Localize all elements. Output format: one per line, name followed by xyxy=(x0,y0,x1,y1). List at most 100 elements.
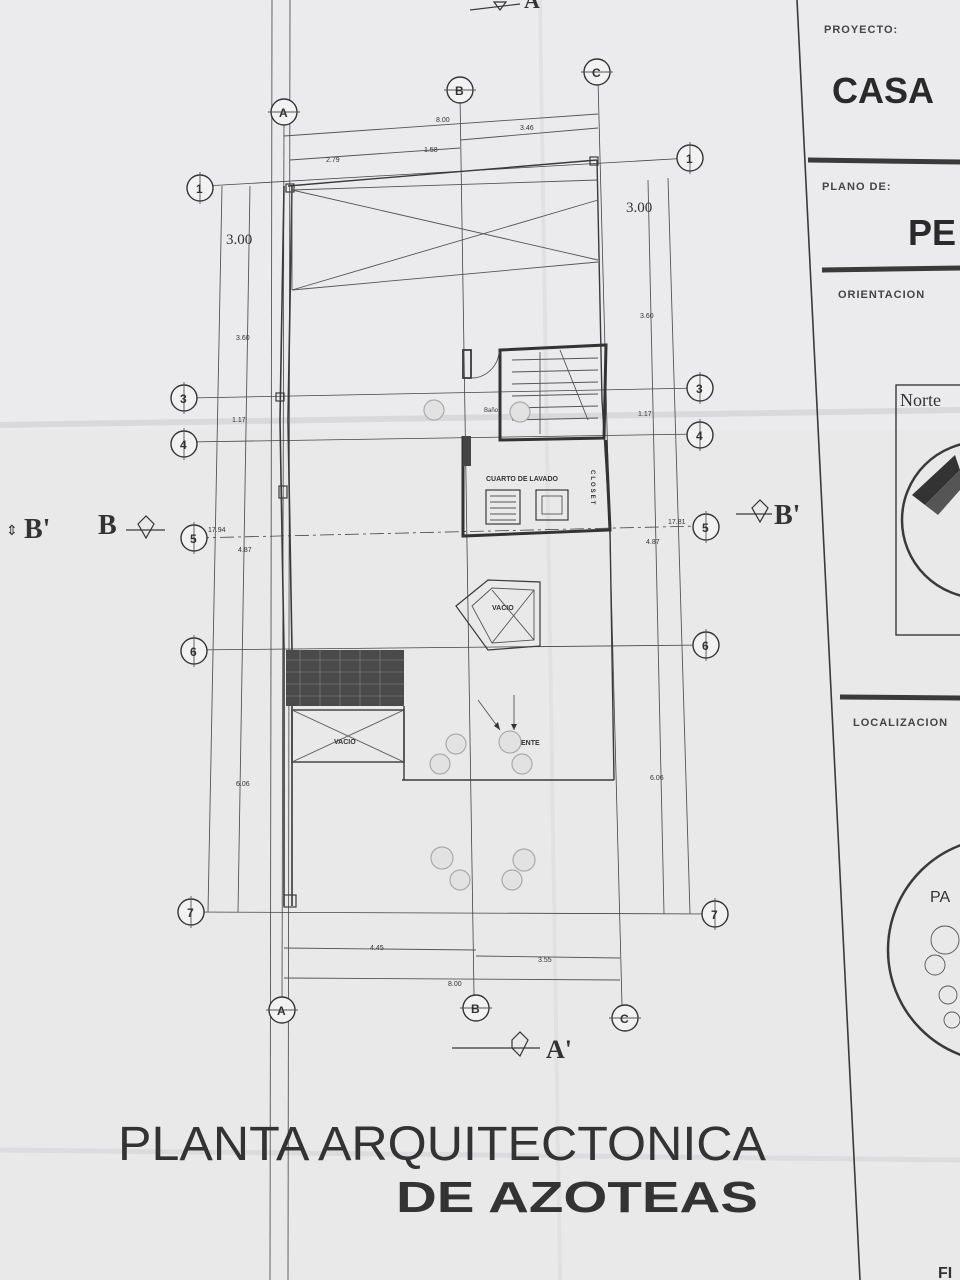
tree-marks xyxy=(423,399,536,891)
north-arrow-frame xyxy=(895,384,960,636)
section-marker-b-right: B' xyxy=(736,499,800,531)
grid-bubble-a-top: A xyxy=(268,98,300,126)
dim-right-overall: 17.81 xyxy=(668,519,686,526)
svg-text:1: 1 xyxy=(686,152,693,166)
section-marker-b-left: ⇕ B' B xyxy=(6,510,165,545)
svg-text:CLOSET: CLOSET xyxy=(589,470,595,506)
svg-text:B: B xyxy=(471,1002,480,1016)
location-map-circle xyxy=(886,844,960,1056)
norte-label: Norte xyxy=(900,390,941,410)
park-label: PA xyxy=(930,889,950,906)
dimension-lines-bottom xyxy=(283,947,621,981)
grid-bubble-b-bottom: B xyxy=(460,994,492,1022)
proyecto-label: PROYECTO: xyxy=(824,24,898,36)
svg-text:C: C xyxy=(592,66,601,80)
dim-bottom-a-b: 4.45 xyxy=(370,945,384,952)
void-label-2: VACIO xyxy=(334,739,356,746)
svg-text:6: 6 xyxy=(702,639,709,653)
dimension-lines-top xyxy=(283,113,599,161)
dim-bottom-overall: 8.00 xyxy=(448,981,462,988)
laundry-room: CUARTO DE LAVADO CLOSET xyxy=(461,436,612,538)
grid-bubble-3-right: 3 xyxy=(686,372,714,404)
dim-right-3-4: 1.17 xyxy=(638,411,652,418)
building-outline xyxy=(275,156,615,908)
svg-text:7: 7 xyxy=(711,908,718,922)
orientacion-label: ORIENTACION xyxy=(838,289,925,301)
title-block: PROYECTO: CASA PLANO DE: PE ORIENTACION … xyxy=(796,0,960,1280)
svg-text:A: A xyxy=(524,0,540,13)
grid-bubble-6-left: 6 xyxy=(180,635,208,667)
svg-text:A: A xyxy=(279,106,288,120)
bath-label: Baño xyxy=(484,408,499,414)
section-label-b-left: B xyxy=(98,510,117,541)
sheet-code: FI xyxy=(938,1265,952,1280)
roof-pergola-lines xyxy=(291,179,599,291)
section-label-b-prime-left: B' xyxy=(24,514,50,545)
grid-bubble-1-right: 1 xyxy=(676,142,704,174)
tank-label: CIENTE xyxy=(514,740,540,747)
svg-text:C: C xyxy=(620,1012,629,1026)
void-stairwell-left: VACIO xyxy=(291,706,405,780)
plano-value: PE xyxy=(908,212,956,253)
void-label-1: VACIO xyxy=(492,605,514,612)
dim-right-2-3: 3.60 xyxy=(640,313,654,320)
dim-left-4-6: 4.87 xyxy=(238,547,252,554)
svg-text:A': A' xyxy=(546,1035,572,1064)
grid-bubble-4-right: 4 xyxy=(686,419,714,451)
svg-text:4: 4 xyxy=(180,438,187,452)
void-skylight-center: VACIO xyxy=(455,579,541,651)
dim-left-handwritten: 3.00 xyxy=(226,232,252,248)
proyecto-value: CASA xyxy=(832,70,934,111)
svg-text:3: 3 xyxy=(696,382,703,396)
svg-text:B': B' xyxy=(774,500,800,531)
closet-label: CLOSET xyxy=(589,470,595,506)
grid-bubble-1-left: 1 xyxy=(186,172,214,204)
dim-top-overall: 8.00 xyxy=(436,117,450,124)
dim-left-6-7: 6.06 xyxy=(236,781,250,788)
svg-text:6: 6 xyxy=(190,645,197,659)
dim-right-handwritten: 3.00 xyxy=(626,200,652,216)
svg-text:5: 5 xyxy=(702,521,709,535)
tank-callout: CIENTE xyxy=(477,695,540,747)
dim-top-b-c: 3.46 xyxy=(520,125,534,132)
sheet-margin-line xyxy=(269,0,273,1280)
grid-bubble-c-top: C xyxy=(581,58,613,86)
washer-unit xyxy=(485,489,521,525)
hatched-roof-slab xyxy=(286,650,404,706)
grid-bubble-a-bottom: A xyxy=(266,996,298,1024)
localizacion-label: LOCALIZACION xyxy=(853,717,948,729)
dim-left-3-4: 1.17 xyxy=(232,417,246,424)
svg-text:1: 1 xyxy=(196,182,203,196)
dim-bottom-b-c: 3.55 xyxy=(538,957,552,964)
svg-text:⇕: ⇕ xyxy=(6,522,18,538)
svg-text:5: 5 xyxy=(190,532,197,546)
dimension-lines-right xyxy=(647,177,691,915)
laundry-label: CUARTO DE LAVADO xyxy=(486,476,559,483)
grid-bubble-7-left: 7 xyxy=(177,896,205,928)
grid-bubble-c-bottom: C xyxy=(609,1004,641,1032)
dim-left-2-3: 3.60 xyxy=(236,335,250,342)
section-marker-a-top: A xyxy=(469,0,540,13)
dim-right-6-7: 6.06 xyxy=(650,775,664,782)
grid-bubble-b-top: B xyxy=(444,76,476,104)
grid-bubble-7-right: 7 xyxy=(701,898,729,930)
plan-title-line2: DE AZOTEAS xyxy=(396,1173,758,1222)
dim-top-a-b1: 2.79 xyxy=(326,157,340,164)
tree-symbols-location xyxy=(924,925,960,1029)
grid-bubble-5-left: 5 xyxy=(180,522,208,554)
plan-title-line1: PLANTA ARQUITECTONICA xyxy=(118,1118,766,1171)
section-marker-a-bottom: A' xyxy=(452,1031,572,1064)
paper-fold-vertical xyxy=(538,0,562,1280)
dim-top-b1-b: 1.58 xyxy=(424,147,438,154)
svg-text:4: 4 xyxy=(696,429,703,443)
svg-text:7: 7 xyxy=(187,906,194,920)
dimension-lines-left xyxy=(207,185,251,913)
dim-right-4-6: 4.87 xyxy=(646,539,660,546)
sink-unit xyxy=(535,489,569,521)
dim-left-overall: 17.94 xyxy=(208,527,226,534)
svg-text:B: B xyxy=(455,84,464,98)
svg-text:A: A xyxy=(277,1004,286,1018)
north-arrow-icon xyxy=(912,455,960,515)
grid-bubble-3-left: 3 xyxy=(170,382,198,414)
